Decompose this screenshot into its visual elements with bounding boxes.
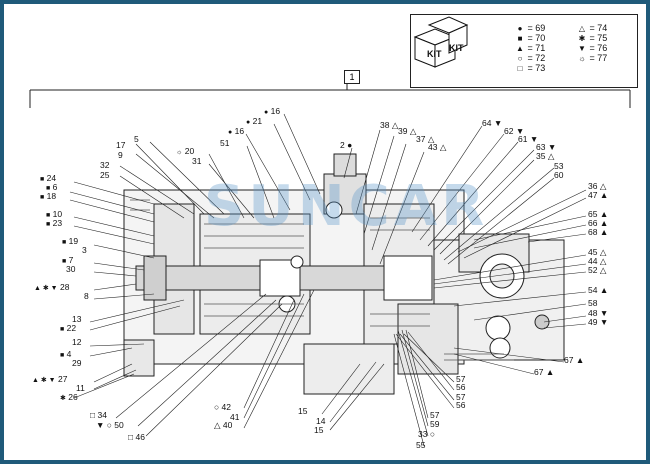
callout-16: ● 16: [228, 126, 245, 136]
callout-46: □ 46: [128, 432, 145, 442]
callout-39: 39 △: [398, 126, 417, 136]
callout-24: ■ 24: [40, 173, 57, 183]
callout-54: 54 ▲: [588, 285, 609, 295]
callout-15-a: 15: [298, 406, 308, 416]
callout-34: □ 34: [90, 410, 107, 420]
callout-63: 63 ▼: [536, 142, 557, 152]
callout-26: ✱ 26: [60, 392, 78, 402]
callout-61: 61 ▼: [518, 134, 539, 144]
leader-lines: [69, 113, 587, 447]
callout-38: 38 △: [380, 120, 399, 130]
callout-45: 45 △: [588, 247, 607, 257]
callout-50: ▼ ○ 50: [96, 420, 124, 430]
legend-item-74: △ = 74: [578, 23, 608, 33]
callout-30: 30: [66, 264, 76, 274]
callout-31: 31: [192, 156, 202, 166]
callout-67-a: 67 ▲: [564, 355, 585, 365]
watermark: SUNCAR: [204, 174, 489, 239]
legend-item-76: ▼ = 76: [578, 43, 608, 53]
callout-33: 33 ○: [418, 429, 435, 439]
legend-item-75: ✱ = 75: [578, 33, 608, 43]
callout-8: 8: [84, 291, 89, 301]
callout-60: 60: [554, 170, 564, 180]
callout-57-c: 57: [430, 410, 440, 420]
kit-icon: [413, 16, 469, 68]
callout-68: 68 ▲: [588, 227, 609, 237]
callout-14: 14: [316, 416, 326, 426]
callout-67-b: 67 ▲: [534, 367, 555, 377]
callout-44: 44 △: [588, 256, 607, 266]
callout-19: ■ 19: [62, 236, 79, 246]
callout-4: ■ 4: [60, 349, 72, 359]
callout-25: 25: [100, 170, 110, 180]
callout-62: 62 ▼: [504, 126, 525, 136]
callout-2: 2 ●: [340, 140, 353, 150]
callout-22: ■ 22: [60, 323, 77, 333]
callout-20: ☼ 20: [176, 146, 195, 156]
callout-36: 36 △: [588, 181, 607, 191]
kit-legend: KIT KIT ● = 69 ■ = 70 ▲ = 71 ○ = 72 □ = …: [410, 14, 638, 88]
callout-5: 5: [134, 134, 139, 144]
callout-3: 3: [82, 245, 87, 255]
legend-item-69: ● = 69: [517, 23, 546, 33]
assembly-reference: 1: [344, 70, 360, 84]
callout-27: ▲ ✱ ▼ 27: [32, 374, 68, 384]
callout-35: 35 △: [536, 151, 555, 161]
callout-49: 49 ▼: [588, 317, 609, 327]
callout-7: ■ 7: [62, 255, 74, 265]
callout-6: ■ 6: [46, 182, 58, 192]
callout-56-b: 56: [456, 400, 466, 410]
kit-label-1: KIT: [427, 49, 442, 59]
callout-9: 9: [118, 150, 123, 160]
legend-item-73: □ = 73: [517, 63, 546, 73]
callout-66: 66 ▲: [588, 218, 609, 228]
callout-40: △ 40: [214, 420, 233, 430]
callout-15-b: 15: [314, 425, 324, 435]
callout-64: 64 ▼: [482, 118, 503, 128]
callout-11: 11: [76, 383, 85, 393]
legend-item-72: ○ = 72: [517, 53, 546, 63]
callout-21: ● 21: [246, 116, 263, 126]
legend-item-71: ▲ = 71: [516, 43, 546, 53]
callout-29: 29: [72, 358, 82, 368]
callout-56-a: 56: [456, 382, 466, 392]
callout-48: 48 ▼: [588, 308, 609, 318]
callout-59: 59: [430, 419, 440, 429]
callout-17: 17: [116, 140, 126, 150]
diagram-frame: SUNCAR 1 KIT KIT ● = 69 ■ = 70 ▲ = 71 ○ …: [4, 4, 646, 460]
exploded-assembly-drawing: [29, 78, 631, 447]
callout-43: 43 △: [428, 142, 447, 152]
callout-52: 52 △: [588, 265, 607, 275]
callout-41: 41: [230, 412, 240, 422]
legend-item-77: ☼ = 77: [578, 53, 608, 63]
legend-item-70: ■ = 70: [517, 33, 546, 43]
callout-23: ■ 23: [46, 218, 63, 228]
callout-32: 32: [100, 160, 110, 170]
callout-47: 47 ▲: [588, 190, 609, 200]
callout-13: 13: [72, 314, 82, 324]
callout-18: ■ 18: [40, 191, 57, 201]
callout-51: 51: [220, 138, 230, 148]
callout-58: 58: [588, 298, 598, 308]
callout-53: 53: [554, 161, 564, 171]
kit-label-2: KIT: [449, 43, 464, 53]
callout-12: 12: [72, 337, 82, 347]
callout-65: 65 ▲: [588, 209, 609, 219]
callout-55: 55: [416, 440, 426, 450]
callout-16-top: ● 16: [264, 106, 281, 116]
callout-28: ▲ ✱ ▼ 28: [34, 282, 70, 292]
section-hatching: [130, 199, 514, 361]
callout-10: ■ 10: [46, 209, 63, 219]
callout-57-b: 57: [456, 392, 466, 402]
callout-42: ○ 42: [214, 402, 231, 412]
callout-57-a: 57: [456, 374, 466, 384]
callout-37: 37 △: [416, 134, 435, 144]
